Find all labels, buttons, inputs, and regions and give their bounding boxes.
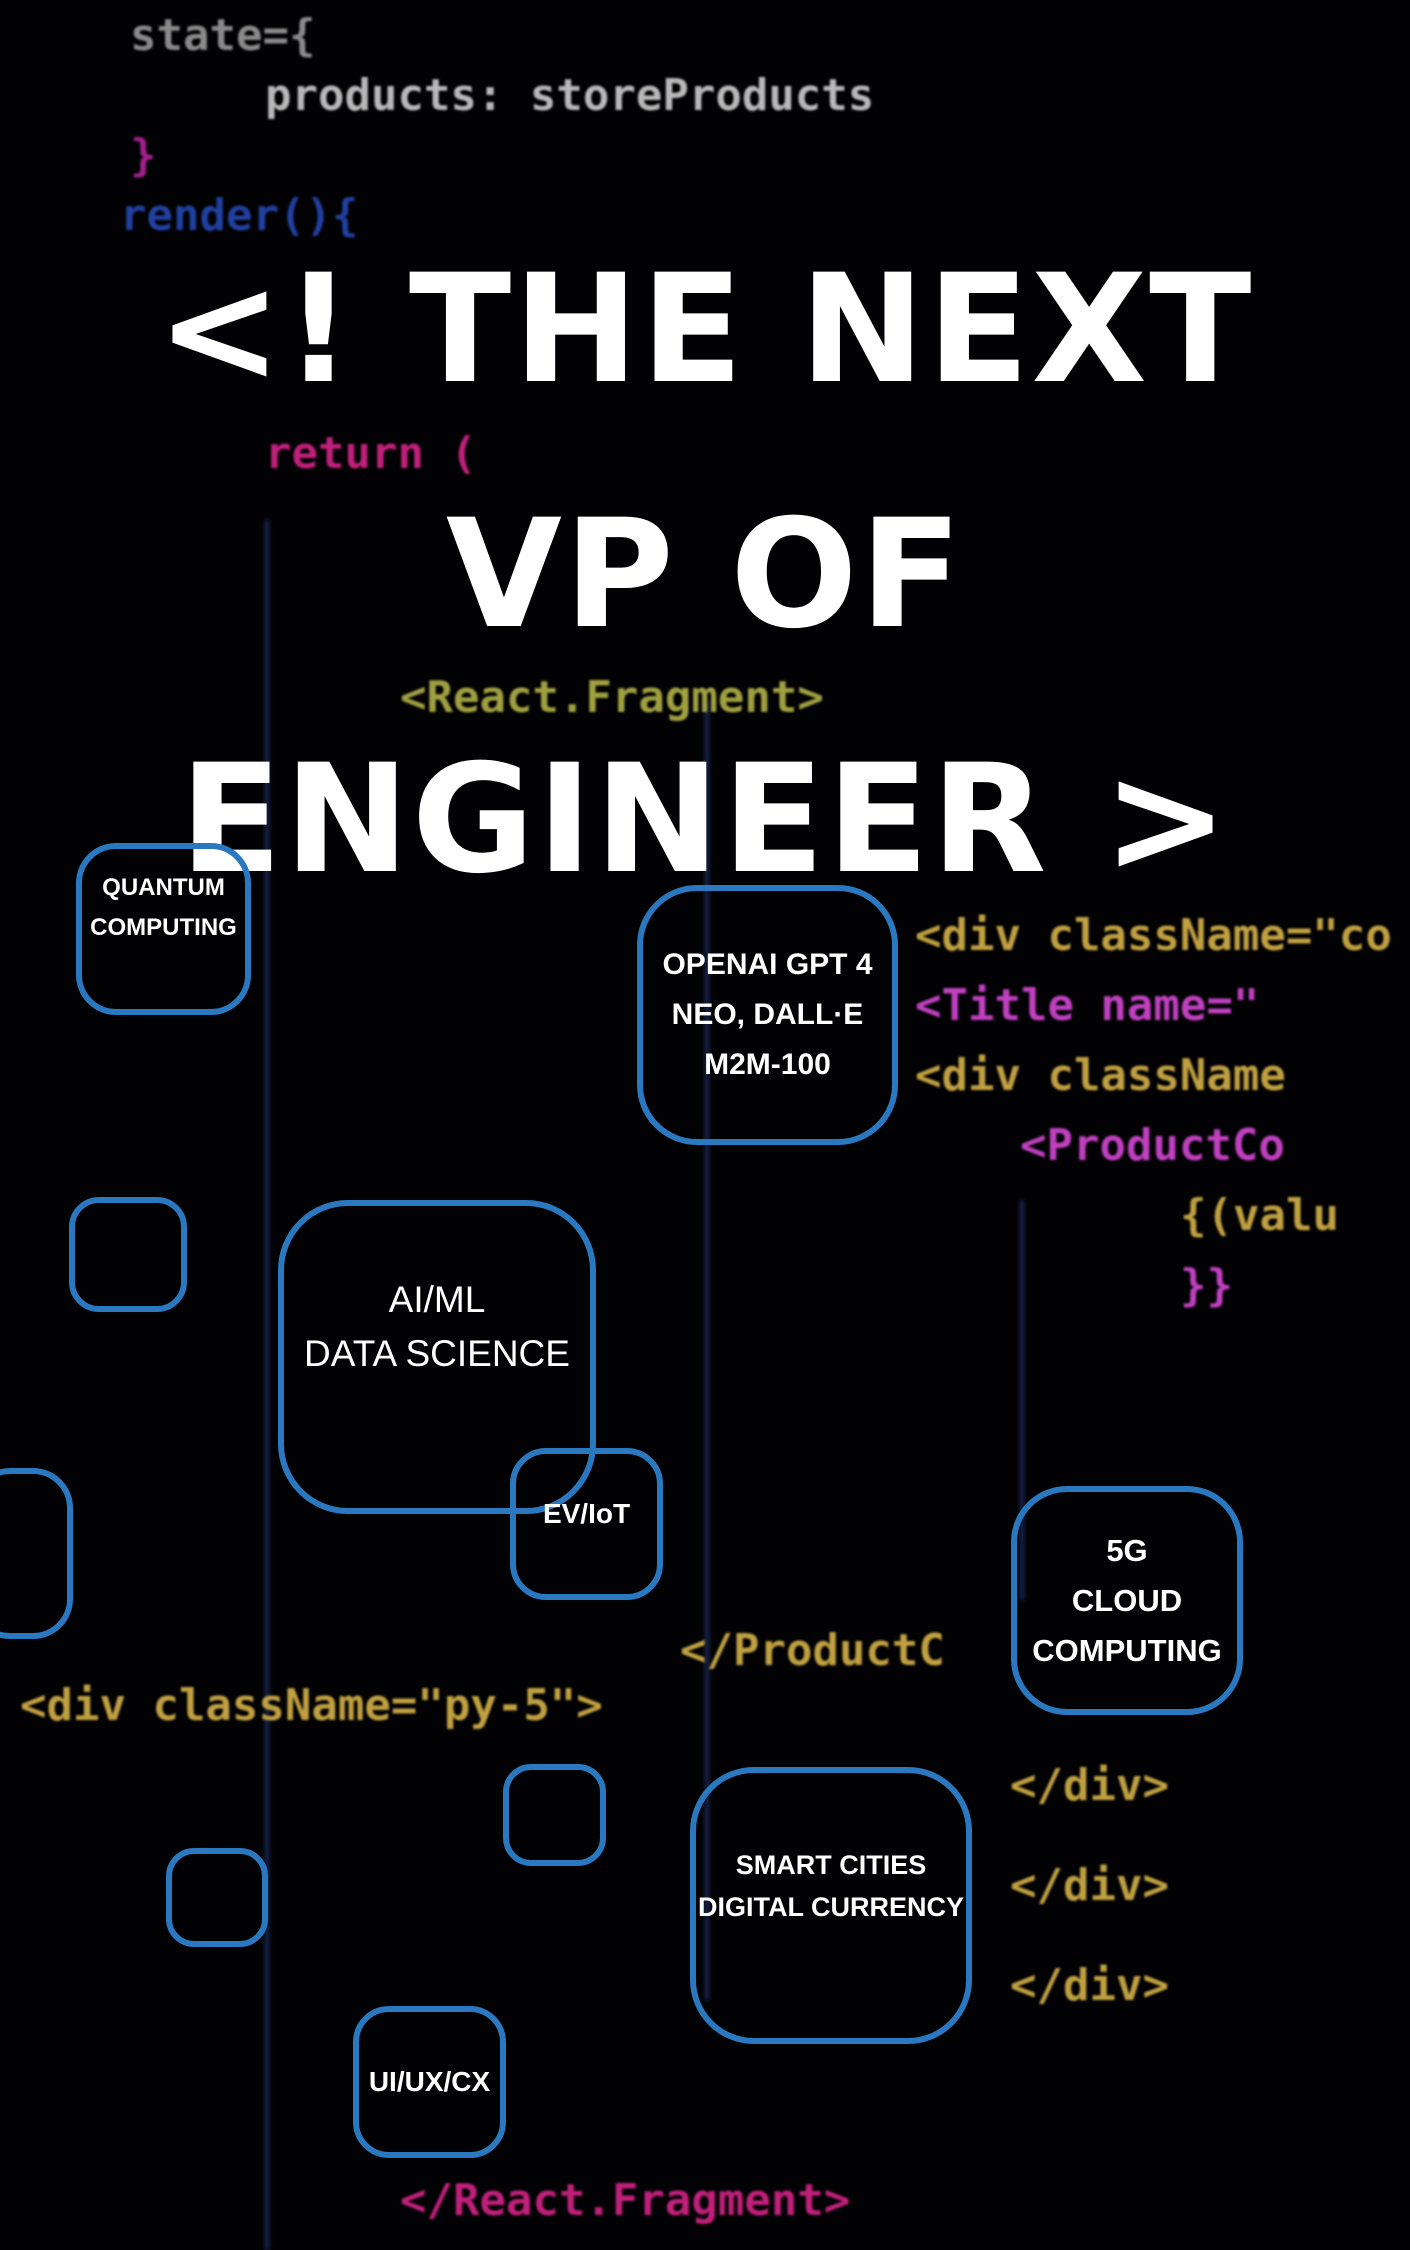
tag-smart-cities: SMART CITIES DIGITAL CURRENCY: [690, 1767, 972, 2044]
code-line: render(){: [120, 190, 359, 241]
code-line: </ProductC: [680, 1625, 945, 1676]
code-line: <ProductCo: [1020, 1120, 1285, 1171]
empty-tag-box: [69, 1197, 187, 1312]
code-line: }}: [1180, 1260, 1233, 1311]
code-line: products: storeProducts: [265, 70, 875, 121]
code-line: </React.Fragment>: [400, 2175, 851, 2226]
tag-label: OPENAI GPT 4 NEO, DALL·E M2M-100: [662, 948, 873, 1081]
code-line: }: [130, 130, 157, 181]
tag-label: SMART CITIES DIGITAL CURRENCY: [697, 1849, 964, 1922]
code-line: <div className: [915, 1050, 1286, 1101]
code-line: </div>: [1010, 1960, 1169, 2011]
tag-label: AI/ML DATA SCIENCE: [304, 1279, 570, 1374]
empty-tag-box: [0, 1468, 73, 1639]
code-line: return (: [265, 428, 477, 479]
tag-label: 5G CLOUD COMPUTING: [1032, 1532, 1222, 1668]
code-line: </div>: [1010, 1860, 1169, 1911]
tag-label: UI/UX/CX: [368, 2066, 491, 2097]
tag-quantum-computing: QUANTUM COMPUTING: [76, 843, 251, 1015]
tag-ev-iot: EV/IoT: [510, 1448, 663, 1600]
tag-label: QUANTUM COMPUTING: [90, 874, 237, 941]
headline-line-2: VP OF: [445, 488, 965, 662]
tag-ui-ux-cx: UI/UX/CX: [353, 2006, 506, 2158]
code-indent-guide: [705, 700, 709, 2000]
tag-5g-cloud: 5G CLOUD COMPUTING: [1011, 1486, 1243, 1715]
headline-line-3: ENGINEER >: [179, 733, 1231, 907]
code-line: </div>: [1010, 1760, 1169, 1811]
empty-tag-box: [503, 1764, 606, 1866]
code-indent-guide: [1020, 1200, 1024, 1600]
tag-openai: OPENAI GPT 4 NEO, DALL·E M2M-100: [637, 885, 898, 1145]
code-line: <React.Fragment>: [400, 672, 824, 723]
tag-label: EV/IoT: [542, 1498, 631, 1529]
code-line: {(valu: [1180, 1190, 1339, 1241]
tag-ai-ml: AI/ML DATA SCIENCE: [278, 1200, 596, 1514]
code-line: <div className="py-5">: [20, 1680, 603, 1731]
code-line: state={: [130, 10, 316, 61]
empty-tag-box: [166, 1848, 268, 1947]
code-line: <Title name=": [915, 980, 1260, 1031]
code-line: <div className="co: [915, 910, 1392, 961]
code-indent-guide: [265, 520, 269, 2250]
headline-line-1: <! THE NEXT: [156, 243, 1254, 417]
